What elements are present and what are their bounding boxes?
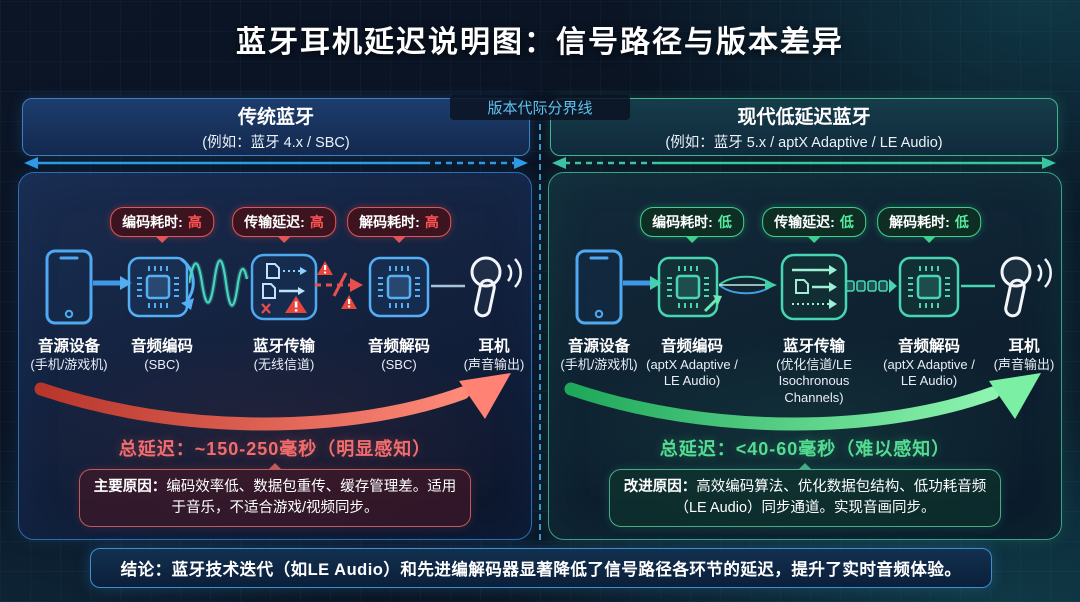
stage-earphone: 耳机 (声音输出): [446, 245, 542, 373]
smartphone-icon: [575, 249, 623, 325]
reason-text: 高效编码算法、优化数据包结构、低功耗音频（LE Audio）同步通道。实现音画同…: [674, 479, 987, 517]
stage-name: 耳机: [478, 338, 510, 355]
earbud-icon: [470, 256, 522, 318]
stage-bt-transmit: 蓝牙传输 (优化信道/LE Isochronous Channels): [752, 245, 876, 406]
low-latency-arrow-icon: [564, 373, 1041, 431]
total-value: ~150-250毫秒（明显感知）: [194, 439, 432, 459]
stage-audio-source: 音源设备 (手机/游戏机): [21, 245, 117, 373]
total-label: 总延迟：: [118, 439, 195, 459]
stage-sub: (手机/游戏机): [30, 357, 108, 372]
reason-text: 编码效率低、数据包重传、缓存管理差。适用于音乐，不适合游戏/视频同步。: [166, 479, 457, 517]
encode-time-badge: 编码耗时:高: [110, 207, 214, 237]
arrow-connector-icon: [623, 276, 662, 290]
reason-label: 改进原因：: [623, 479, 697, 495]
badge-label: 编码耗时:: [122, 214, 183, 230]
stage-audio-source: 音源设备 (手机/游戏机): [551, 245, 647, 373]
stage-name: 蓝牙传输: [782, 338, 845, 355]
stage-sub: (手机/游戏机): [560, 357, 638, 372]
decode-time-badge: 解码耗时:高: [347, 207, 451, 237]
conclusion-text: 蓝牙技术迭代（如LE Audio）和先进编解码器显著降低了信号路径各环节的延迟，…: [171, 561, 962, 579]
signal-flow-traditional: 音源设备 (手机/游戏机) 音频编码 (SBC): [19, 245, 533, 445]
header-traditional-title: 传统蓝牙: [237, 107, 314, 128]
smartphone-icon: [45, 249, 93, 325]
badge-label: 传输延迟:: [244, 214, 305, 230]
badge-value: 高: [309, 214, 324, 230]
header-modern-title: 现代低延迟蓝牙: [737, 107, 871, 128]
conclusion-label: 结论：: [120, 561, 172, 579]
reason-label: 主要原因：: [93, 479, 167, 495]
stage-name: 音频编码: [660, 338, 723, 355]
stage-sub: (无线信道): [253, 357, 315, 372]
stage-name: 蓝牙传输: [252, 338, 315, 355]
reason-box-modern: 改进原因：高效编码算法、优化数据包结构、低功耗音频（LE Audio）同步通道。…: [609, 469, 1001, 528]
total-latency-traditional: 总延迟：~150-250毫秒（明显感知）: [19, 435, 531, 461]
total-latency-modern: 总延迟：<40-60毫秒（难以感知）: [549, 435, 1061, 461]
stage-bt-transmit: 蓝牙传输 (无线信道): [222, 245, 346, 373]
stage-sub: (aptX Adaptive / LE Audio): [883, 357, 975, 389]
decode-time-badge: 解码耗时:低: [877, 207, 981, 237]
stage-audio-decode: 音频解码 (aptX Adaptive / LE Audio): [877, 245, 981, 390]
encoder-chip-icon: [657, 256, 722, 318]
generation-divider-line: [539, 124, 541, 540]
line-connector-icon: [431, 284, 465, 288]
badge-label: 解码耗时:: [889, 214, 950, 230]
conclusion-bar: 结论：蓝牙技术迭代（如LE Audio）和先进编解码器显著降低了信号路径各环节的…: [90, 548, 992, 588]
header-traditional: 传统蓝牙 (例如：蓝牙 4.x / SBC): [22, 98, 530, 156]
stage-sub: (SBC): [381, 357, 417, 372]
signal-flow-modern: 音源设备 (手机/游戏机) 音频编码 (aptX Adaptive / LE A…: [549, 245, 1063, 445]
stage-sub: (aptX Adaptive / LE Audio): [646, 357, 738, 389]
badge-value: 高: [187, 214, 202, 230]
encode-time-badge: 编码耗时:低: [640, 207, 744, 237]
stage-name: 音源设备: [37, 338, 100, 355]
stage-name: 音频解码: [897, 338, 960, 355]
stage-sub: (声音输出): [463, 357, 525, 372]
stage-audio-encode: 音频编码 (SBC): [110, 245, 214, 373]
total-value: <40-60毫秒（难以感知）: [735, 439, 951, 459]
decoder-chip-icon: [898, 256, 960, 318]
badge-label: 编码耗时:: [652, 214, 713, 230]
stage-audio-decode: 音频解码 (SBC): [347, 245, 451, 373]
badge-value: 高: [424, 214, 439, 230]
header-modern: 现代低延迟蓝牙 (例如：蓝牙 5.x / aptX Adaptive / LE …: [550, 98, 1058, 156]
decoder-chip-icon: [368, 256, 430, 318]
high-latency-arrow-icon: [34, 373, 511, 431]
badge-value: 低: [717, 214, 732, 230]
stage-sub: (声音输出): [993, 357, 1055, 372]
transmit-delay-badge: 传输延迟:高: [232, 207, 336, 237]
line-connector-icon: [961, 284, 995, 288]
ordered-packets-icon: [845, 279, 897, 293]
header-modern-subtitle: (例如：蓝牙 5.x / aptX Adaptive / LE Audio): [665, 135, 943, 151]
audio-wave-icon: [189, 258, 249, 308]
stage-name: 音频解码: [367, 338, 430, 355]
page-title: 蓝牙耳机延迟说明图：信号路径与版本差异: [236, 26, 844, 59]
stage-name: 音频编码: [130, 338, 193, 355]
span-arrow-right: [552, 157, 1056, 169]
stage-sub: (SBC): [144, 357, 180, 372]
stage-name: 耳机: [1008, 338, 1040, 355]
badge-value: 低: [954, 214, 969, 230]
smooth-wave-icon: [719, 275, 777, 295]
stage-audio-encode: 音频编码 (aptX Adaptive / LE Audio): [640, 245, 744, 390]
encoder-chip-icon: [127, 256, 195, 318]
span-arrow-left: [24, 157, 528, 169]
stage-sub: (优化信道/LE Isochronous Channels): [776, 357, 852, 405]
header-traditional-subtitle: (例如：蓝牙 4.x / SBC): [202, 135, 350, 151]
earbud-icon: [1000, 256, 1052, 318]
stage-name: 音源设备: [567, 338, 630, 355]
badge-value: 低: [839, 214, 854, 230]
total-label: 总延迟：: [659, 439, 736, 459]
badge-label: 传输延迟:: [774, 214, 835, 230]
panel-traditional-bluetooth: 编码耗时:高 传输延迟:高 解码耗时:高 音源设备 (手机/游戏机): [18, 172, 532, 540]
transmission-packets-icon: [250, 253, 318, 321]
reason-box-traditional: 主要原因：编码效率低、数据包重传、缓存管理差。适用于音乐，不适合游戏/视频同步。: [79, 469, 471, 528]
arrow-connector-icon: [93, 276, 132, 290]
panel-modern-bluetooth: 编码耗时:低 传输延迟:低 解码耗时:低 音源设备 (手机/游戏机): [548, 172, 1062, 540]
transmission-packets-icon: [780, 253, 848, 321]
packet-loss-icon: [315, 261, 363, 309]
stage-earphone: 耳机 (声音输出): [976, 245, 1072, 373]
generation-divider-label: 版本代际分界线: [450, 95, 630, 120]
badge-label: 解码耗时:: [359, 214, 420, 230]
transmit-delay-badge: 传输延迟:低: [762, 207, 866, 237]
